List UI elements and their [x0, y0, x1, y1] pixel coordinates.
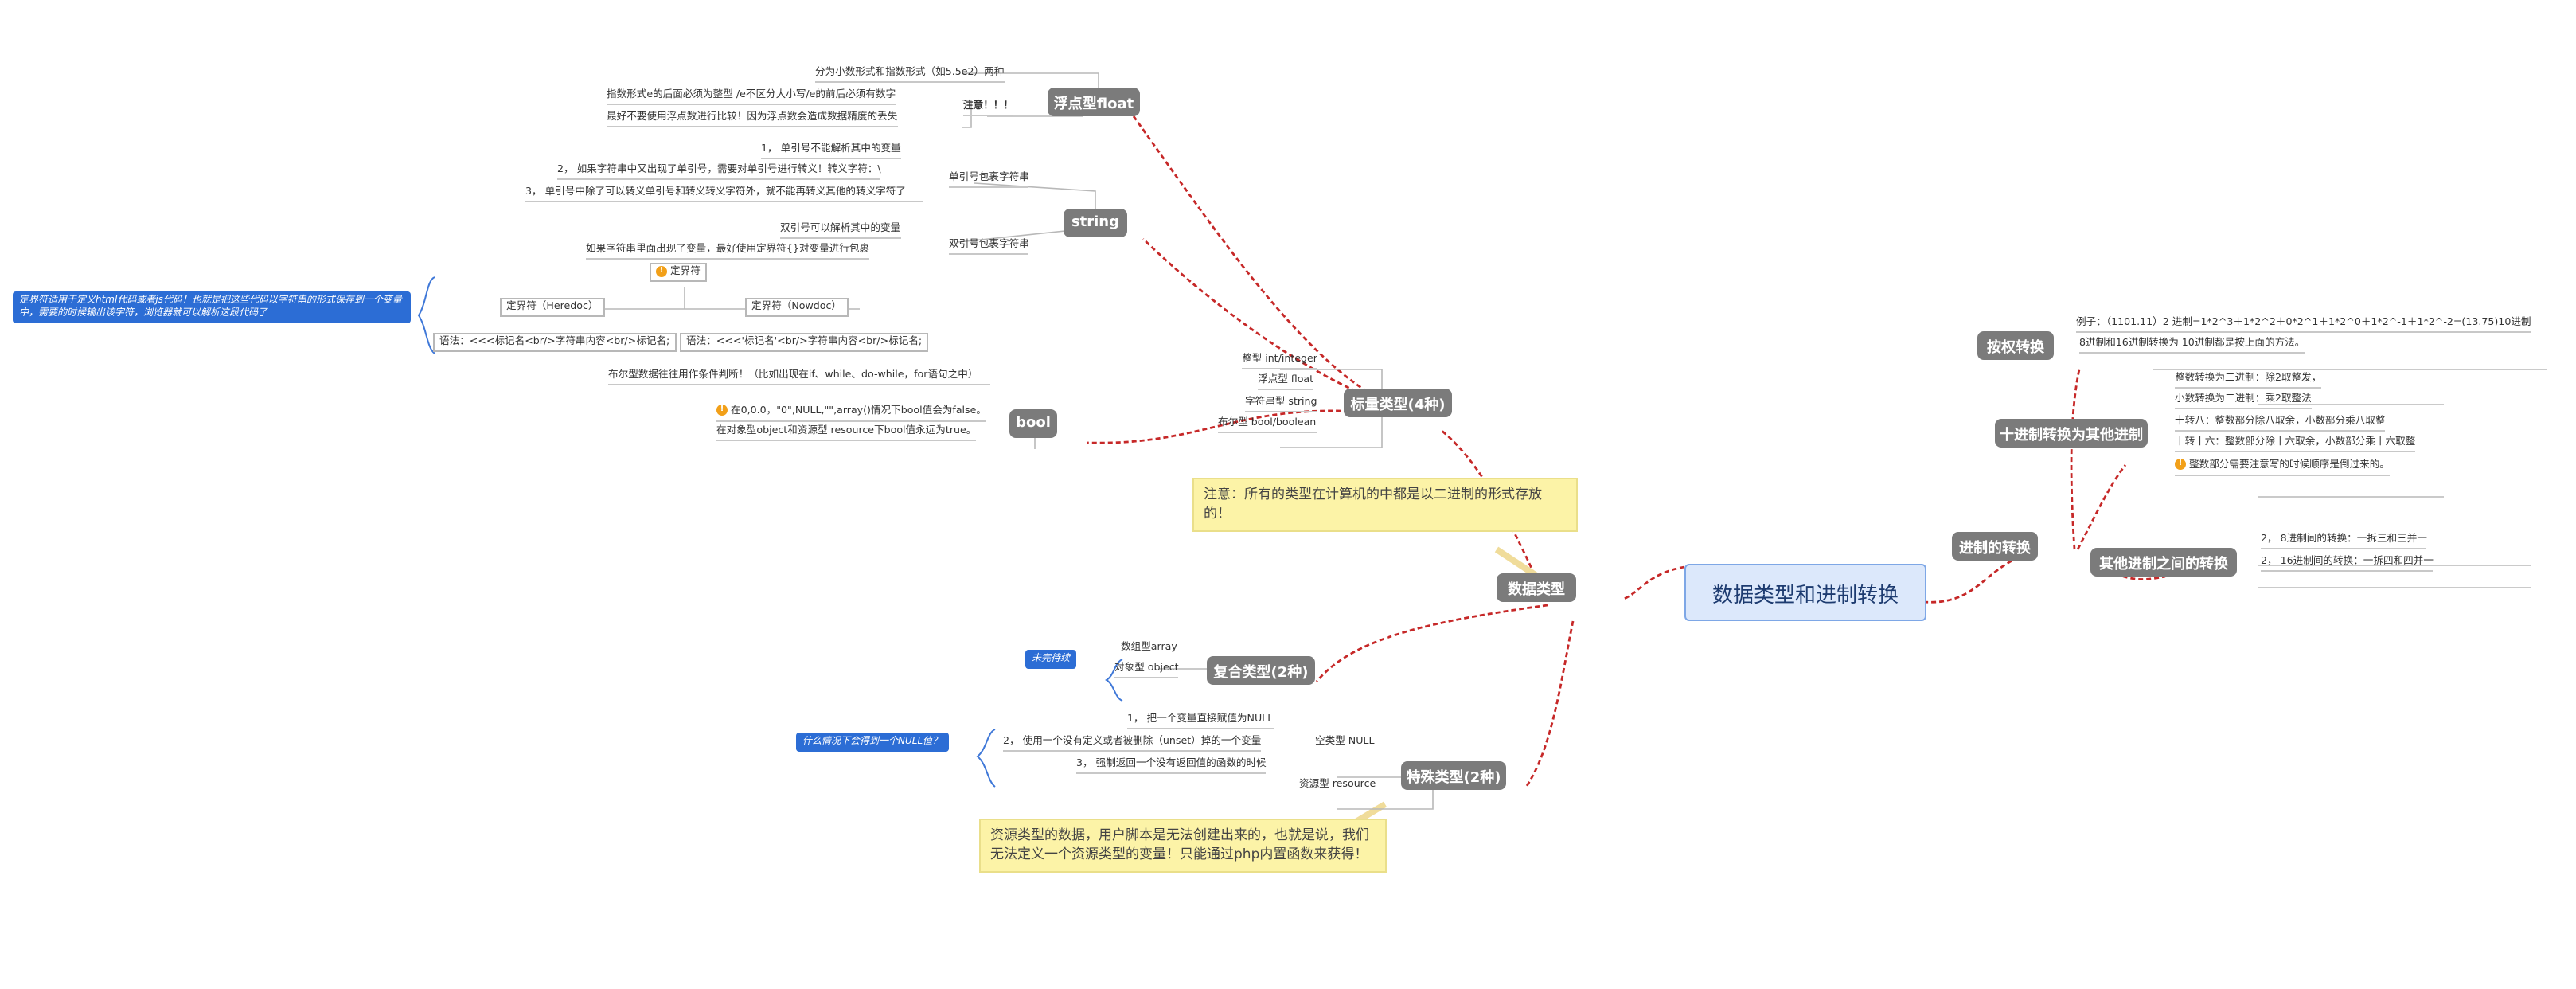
node-bool[interactable]: bool	[1009, 409, 1057, 438]
link-root-radix	[1922, 556, 2020, 604]
weight-note: 8进制和16进制转换为 10进制都是按上面的方法。	[2079, 338, 2305, 354]
scalar-item-int: 整型 int/integer	[1242, 354, 1317, 369]
decimal-item-5: !整数部分需要注意写的时候顺序是倒过来的。	[2175, 459, 2390, 475]
float-caution-1: 指数形式e的后面必须为整型 /e不区分大小写/e的前后必须有数字	[607, 89, 896, 105]
node-float[interactable]: 浮点型float	[1048, 88, 1140, 116]
link-datatypes-compound	[1315, 604, 1548, 682]
link-radix-decimal	[2076, 464, 2127, 550]
scalar-item-bool: 布尔型 bool/boolean	[1218, 417, 1317, 433]
delimiter-note: 定界符适用于定义html代码或者js代码！也就是把这些代码以字符串的形式保存到一…	[13, 291, 411, 323]
string-double-2: 如果字符串里面出现了变量，最好使用定界符{}对变量进行包裹	[586, 244, 870, 260]
node-weighted-conversion[interactable]: 按权转换	[1977, 331, 2054, 360]
link-root-datatypes	[1623, 565, 1685, 600]
string-double-label: 双引号包裹字符串	[949, 239, 1029, 255]
scalar-item-string: 字符串型 string	[1245, 397, 1317, 412]
node-scalar-types[interactable]: 标量类型(4种)	[1344, 389, 1452, 417]
heredoc-syntax: 语法：<<<标记名<br/>字符串内容<br/>标记名;	[433, 333, 677, 352]
compound-item-object: 对象型 object	[1114, 663, 1179, 678]
null-note: 什么情况下会得到一个NULL值？	[796, 733, 949, 752]
string-single-3: 3， 单引号中除了可以转义单引号和转义转义字符外，就不能再转义其他的转义字符了	[525, 186, 923, 202]
compound-note: 未完待续	[1025, 650, 1077, 669]
node-radix-conversion[interactable]: 进制的转换	[1952, 532, 2038, 561]
delimiter-box: !定界符	[650, 263, 707, 282]
link-scalar-bool	[1087, 409, 1389, 444]
scalar-item-float: 浮点型 float	[1258, 374, 1314, 390]
nowdoc-box: 定界符（Nowdoc）	[745, 298, 849, 317]
decimal-item-2: 小数转换为二进制：乘2取整法	[2175, 393, 2312, 409]
string-single-label: 单引号包裹字符串	[949, 172, 1029, 188]
warning-icon: !	[656, 265, 667, 276]
link-scalar-float	[1132, 115, 1389, 405]
bool-item-3: 在对象型object和资源型 resource下bool值永远为true。	[716, 425, 977, 441]
compound-item-array: 数组型array	[1121, 642, 1177, 653]
decimal-item-5-text: 整数部分需要注意写的时候顺序是倒过来的。	[2189, 459, 2390, 471]
node-data-types[interactable]: 数据类型	[1497, 573, 1576, 602]
root-node[interactable]: 数据类型和进制转换	[1684, 564, 1926, 621]
link-datatypes-scalar	[1440, 428, 1543, 590]
node-compound-types[interactable]: 复合类型(2种)	[1207, 656, 1315, 685]
null-item-1: 1， 把一个变量直接赋值为NULL	[1127, 713, 1274, 729]
null-item-3: 3， 强制返回一个没有返回值的函数的时候	[1076, 758, 1267, 774]
binary-storage-note: 注意：所有的类型在计算机的中都是以二进制的形式存放的！	[1192, 478, 1578, 532]
link-datatypes-special	[1524, 620, 1575, 789]
delimiter-label: 定界符	[670, 266, 701, 277]
bool-item-2-text: 在0,0.0，"0",NULL,"",array()情况下bool值会为fals…	[731, 405, 986, 416]
special-null-label: 空类型 NULL	[1315, 736, 1375, 747]
heredoc-box: 定界符（Heredoc）	[500, 298, 605, 317]
warning-icon: !	[2175, 459, 2186, 470]
string-single-1: 1， 单引号不能解析其中的变量	[761, 143, 901, 159]
node-other-radix[interactable]: 其他进制之间的转换	[2090, 548, 2237, 577]
decimal-item-3: 十转八：整数部分除八取余，小数部分乘八取整	[2175, 416, 2386, 432]
string-double-1: 双引号可以解析其中的变量	[780, 223, 901, 239]
nowdoc-syntax: 语法：<<<'标记名'<br/>字符串内容<br/>标记名;	[680, 333, 929, 352]
warning-icon: !	[716, 405, 728, 416]
float-caution-2: 最好不要使用浮点数进行比较！因为浮点数会造成数据精度的丢失	[607, 111, 898, 127]
special-resource: 资源型 resource	[1299, 779, 1376, 790]
decimal-item-1: 整数转换为二进制：除2取整发，	[2175, 373, 2322, 389]
link-radix-weight	[2070, 369, 2081, 550]
weight-example: 例子：（1101.11）2 进制=1*2^3＋1*2^2＋0*2^1＋1*2^0…	[2076, 317, 2531, 333]
node-special-types[interactable]: 特殊类型(2种)	[1401, 761, 1506, 790]
node-string[interactable]: string	[1064, 209, 1127, 237]
other-item-2: 2， 16进制间的转换：一拆四和四并一	[2261, 556, 2434, 572]
node-decimal-to-other[interactable]: 十进制转换为其他进制	[1995, 419, 2148, 448]
decimal-item-4: 十转十六：整数部分除十六取余，小数部分乘十六取整	[2175, 436, 2416, 452]
null-item-2: 2， 使用一个没有定义或者被删除（unset）掉的一个变量	[1003, 736, 1262, 752]
float-desc: 分为小数形式和指数形式（如5.5e2）两种	[815, 67, 1005, 83]
other-item-1: 2， 8进制间的转换：一拆三和三并一	[2261, 534, 2427, 549]
bool-item-1: 布尔型数据往往用作条件判断！（比如出现在if、while、do-while，fo…	[608, 369, 990, 385]
bool-item-2: !在0,0.0，"0",NULL,"",array()情况下bool值会为fal…	[716, 405, 986, 421]
string-single-2: 2， 如果字符串中又出现了单引号，需要对单引号进行转义！转义字符：\	[557, 164, 881, 180]
float-caution-label: 注意！！！	[963, 100, 1013, 116]
resource-note: 资源类型的数据，用户脚本是无法创建出来的，也就是说，我们无法定义一个资源类型的变…	[979, 819, 1387, 873]
